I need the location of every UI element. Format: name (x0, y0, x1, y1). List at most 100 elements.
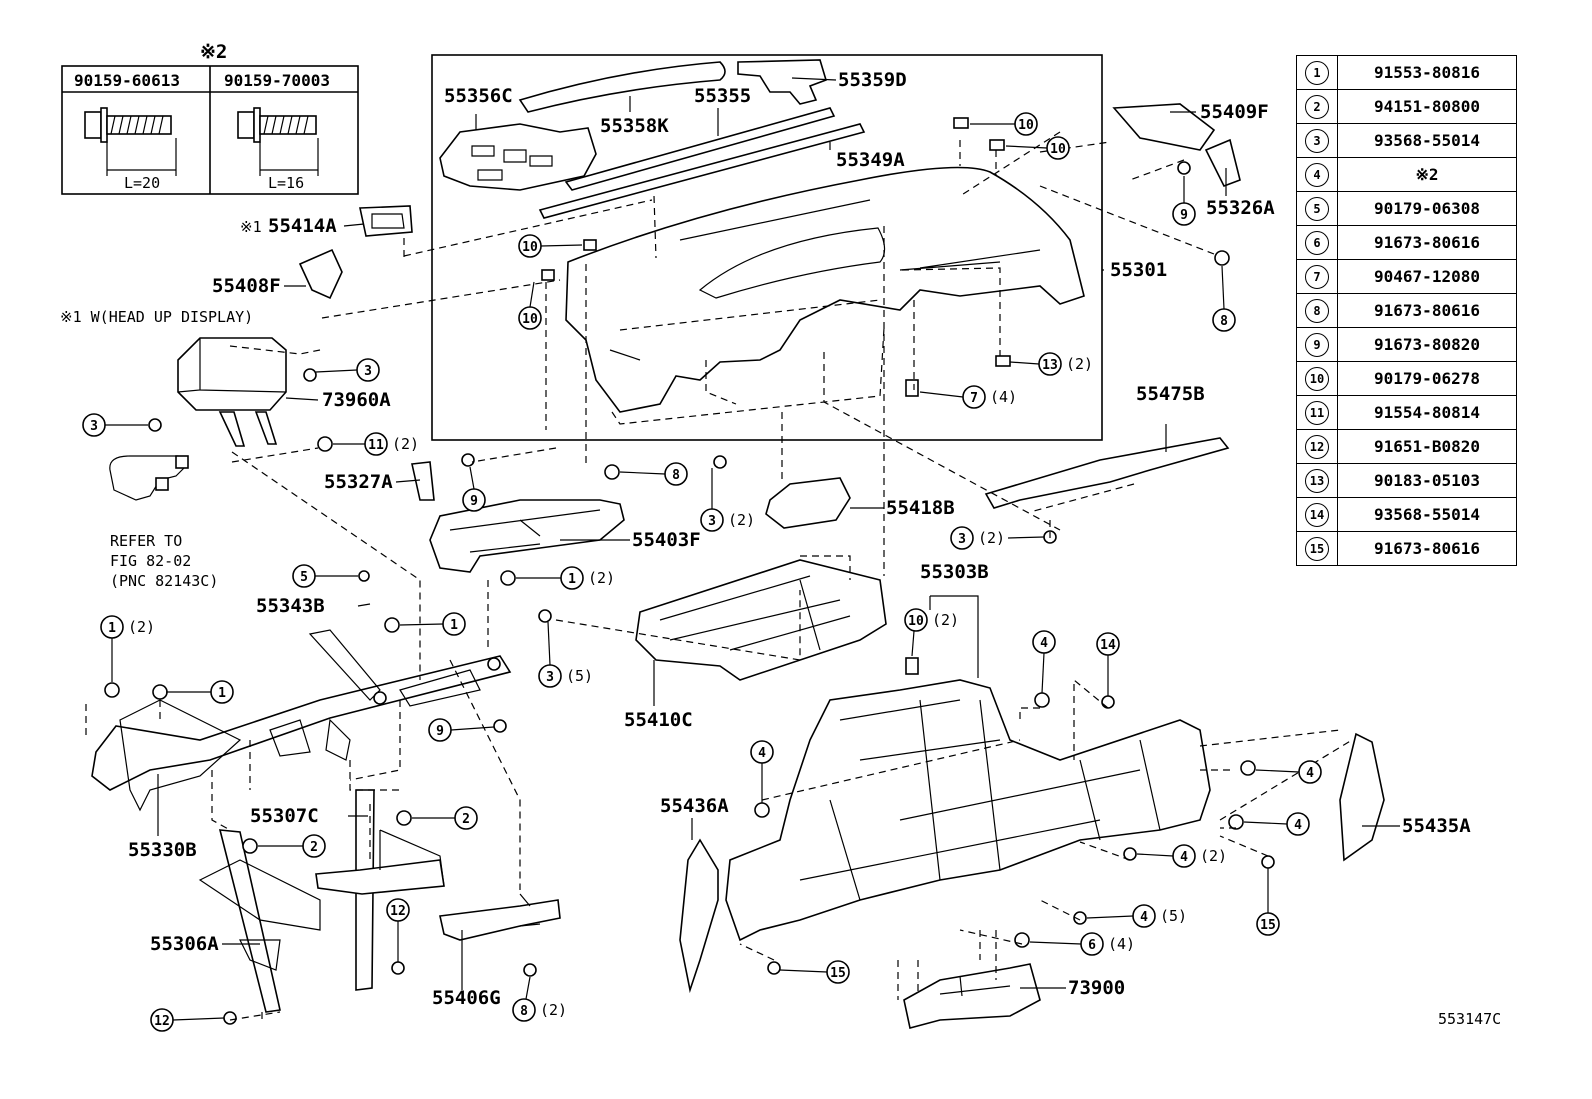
part-55410c (635, 559, 887, 681)
callout-4: 4 (1255, 760, 1322, 784)
figure-code: 553147C (1438, 1010, 1501, 1028)
svg-text:(2): (2) (1066, 355, 1093, 373)
callout-6: 6(4) (1029, 932, 1135, 956)
assembly-guide-lines (85, 131, 1353, 1021)
label-55414a: 55414A (268, 215, 337, 237)
svg-text:15: 15 (830, 966, 846, 981)
part-55326a (1204, 138, 1241, 188)
clip-10b (989, 139, 1005, 151)
row-part-number: 91673-80616 (1337, 225, 1517, 260)
callout-3: 3 (315, 358, 380, 382)
part-55475b (984, 437, 1230, 509)
callout-8: 8 (619, 462, 688, 486)
svg-text:9: 9 (436, 724, 444, 739)
head-up-display-note: ※1 W(HEAD UP DISPLAY) (60, 308, 253, 326)
refer-note-line-3: (PNC 82143C) (110, 572, 218, 590)
label-55410c: 55410C (624, 709, 693, 731)
leader-lines (157, 77, 1400, 990)
label-55436a: 55436A (660, 795, 729, 817)
row-callout-number: 15 (1296, 531, 1338, 566)
callout-9: 9 (428, 718, 495, 742)
part-labels: 55356C 55358K 55355 55359D 55349A 55409F… (60, 69, 1501, 1028)
svg-text:4: 4 (1306, 766, 1314, 781)
svg-text:(2): (2) (128, 618, 155, 636)
label-55343b: 55343B (256, 595, 325, 617)
row-callout-number: 3 (1296, 123, 1338, 158)
row-callout-number: 4 (1296, 157, 1338, 192)
svg-text:(5): (5) (1160, 907, 1187, 925)
part-55418b (765, 477, 851, 529)
label-55306a: 55306A (150, 933, 219, 955)
svg-text:3: 3 (958, 532, 966, 547)
callout-4: 4(2) (1136, 844, 1227, 868)
screw-9-top (1177, 161, 1191, 175)
callout-8: 8(2) (512, 976, 567, 1022)
part-55355 (564, 107, 836, 191)
svg-text:3: 3 (546, 670, 554, 685)
callout-13: 13(2) (1009, 352, 1093, 376)
refer-note-line-1: REFER TO (110, 532, 182, 550)
callout-4: 4 (750, 740, 774, 803)
row-part-number: 91673-80820 (1337, 327, 1517, 362)
callout-10: 10 (1005, 136, 1070, 160)
refer-note-line-2: FIG 82-02 (110, 552, 191, 570)
svg-text:9: 9 (1180, 208, 1188, 223)
parts-table-row: 4※2 (1296, 157, 1517, 192)
svg-text:12: 12 (154, 1014, 170, 1029)
label-55326a: 55326A (1206, 197, 1275, 219)
label-73960a: 73960A (322, 389, 391, 411)
label-55356c: 55356C (444, 85, 513, 107)
part-55358k (518, 61, 726, 113)
label-55409f: 55409F (1200, 101, 1269, 123)
callout-15: 15 (779, 960, 850, 984)
svg-text:(2): (2) (932, 611, 959, 629)
svg-text:10: 10 (522, 312, 538, 327)
svg-text:3: 3 (708, 514, 716, 529)
row-callout-number: 14 (1296, 497, 1338, 532)
svg-text:8: 8 (672, 468, 680, 483)
callout-7: 7(4) (919, 385, 1017, 409)
callout-3: 3(5) (538, 621, 593, 688)
callout-5: 5 (292, 564, 358, 588)
callout-12: 12 (386, 898, 410, 962)
svg-text:6: 6 (1088, 938, 1096, 953)
row-callout-number: 1 (1296, 55, 1338, 90)
row-part-number: 90179-06308 (1337, 191, 1517, 226)
svg-text:7: 7 (970, 391, 978, 406)
part-73900 (903, 963, 1041, 1029)
label-55307c: 55307C (250, 805, 319, 827)
svg-text:1: 1 (108, 621, 116, 636)
svg-text:10: 10 (1018, 118, 1034, 133)
label-55403f: 55403F (632, 529, 701, 551)
svg-text:14: 14 (1100, 638, 1116, 653)
part-55359d (737, 59, 827, 105)
callouts: 1(2) 1 1(2) 1 2 2 3 3 3(2) 3(5) 3(2) 4 4… (82, 112, 1322, 1032)
callout-15: 15 (1256, 868, 1280, 936)
callout-3: 3 (82, 413, 148, 437)
part-73960a-airbag (177, 337, 287, 411)
row-callout-number: 11 (1296, 395, 1338, 430)
svg-text:(2): (2) (978, 529, 1005, 547)
svg-text:4: 4 (1180, 850, 1188, 865)
row-part-number: 91651-B0820 (1337, 429, 1517, 464)
callout-1: 1 (166, 680, 234, 704)
harness-82143c (109, 455, 187, 501)
part-55408f (298, 248, 343, 300)
part-55435a (1339, 732, 1385, 862)
row-part-number: 93568-55014 (1337, 123, 1517, 158)
row-callout-number: 12 (1296, 429, 1338, 464)
part-55306a (218, 829, 281, 1013)
row-part-number: 91673-80616 (1337, 293, 1517, 328)
clip-13 (995, 355, 1011, 367)
note-mark-2: ※2 (200, 41, 227, 63)
svg-text:3: 3 (364, 364, 372, 379)
svg-text:2: 2 (310, 840, 318, 855)
svg-text:4: 4 (1294, 818, 1302, 833)
